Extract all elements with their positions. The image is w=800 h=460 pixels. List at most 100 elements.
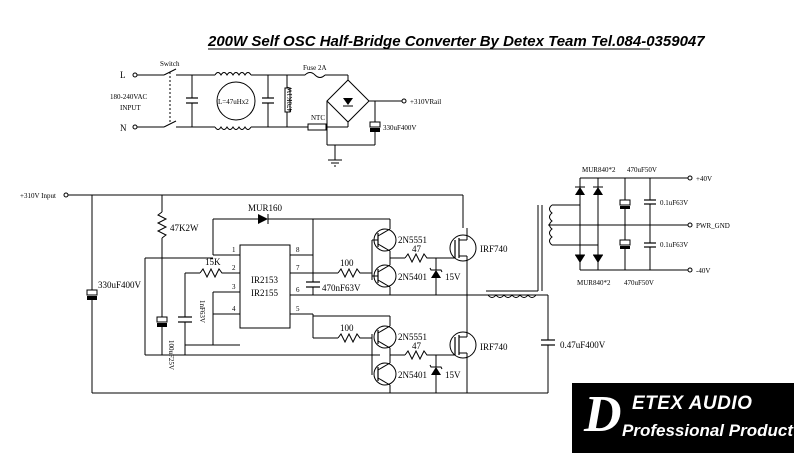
label-input-voltage: 180-240VAC [110,93,148,101]
transistor-collector [377,228,391,237]
logo-brand: ETEX AUDIO [632,393,753,414]
label-zener-top: 15V [445,272,461,282]
diode-mur840-icon [593,255,603,263]
label-15k: 15K [205,257,221,267]
transistor-collector [377,325,391,334]
label-ic2: IR2155 [251,288,279,298]
label-310v-input: +310V Input [20,192,56,200]
transistor-2n5551-bot [373,325,397,349]
label-1nf: 1nF63V [198,300,206,323]
transistor-2n5401-bot [373,362,397,386]
label-input: INPUT [120,104,141,112]
pin-2-label: 2 [232,264,236,272]
choke-winding-bot [214,126,252,130]
fuse-symbol [304,72,326,78]
label-470uf-bot: 470uF50V [624,279,654,287]
cap-100uf-plus [156,316,168,323]
cap-470uf-top [619,199,631,206]
label-2n5551-bot: 2N5551 [398,332,427,342]
label-ic1: IR2153 [251,275,279,285]
pin-8-label: 8 [296,246,300,254]
label-pos40: +40V [696,175,712,183]
schematic-title: 200W Self OSC Half-Bridge Converter By D… [207,33,705,50]
label-2n5401-top: 2N5401 [398,272,427,282]
label-cap-330uf: 330uF400V [98,280,142,290]
label-47-top: 47 [412,244,422,254]
pin-7-label: 7 [296,264,300,272]
terminal-rail [401,98,407,104]
label-01uf-bot: 0.1uF63V [660,241,688,249]
label-gnd: PWR_GND [696,222,730,230]
label-fuse: Fuse 2A [303,64,327,72]
label-N: N [120,123,127,133]
ntc-resistor [307,123,327,131]
pin-5-label: 5 [296,305,300,313]
pin-6-label: 6 [296,286,300,294]
zener-bot-icon [431,367,441,375]
mosfet-irf740-bot [449,331,477,359]
transistor-emitter [377,243,391,252]
label-switch: Switch [160,60,180,68]
label-01uf-top: 0.1uF63V [660,199,688,207]
terminal-gnd [687,222,693,228]
label-inductor: L=47uHx2 [218,98,249,106]
label-mur-top: MUR840*2 [582,166,616,174]
label-neg40: -40V [696,267,710,275]
terminal-L [132,72,138,78]
label-rail: +310VRail [410,98,441,106]
terminal-N [132,124,138,130]
label-470nf: 470nF63V [322,283,361,293]
diode-mur840-icon [575,187,585,195]
transformer-primary [487,294,537,298]
diode-mur840-icon [575,255,585,263]
transistor-emitter [377,340,391,349]
transistor-emitter [377,264,391,273]
label-zener-bot: 15V [445,370,461,380]
cap-470uf-bot-neg [620,246,630,249]
label-470uf-top: 470uF50V [627,166,657,174]
cap-bulk-plus [369,121,381,128]
pin-4-label: 4 [232,305,236,313]
detex-audio-logo: D ETEX AUDIO Professional Product [572,383,794,453]
resistor-100-top [337,267,364,279]
ic-ir2153 [239,244,291,329]
label-2n5551-top: 2N5551 [398,235,427,245]
terminal-310v-input [63,192,69,198]
choke-winding-top [214,72,252,76]
output-section: MUR840*2 MUR840*2 +40V PWR_GND -40V 470u… [548,166,730,287]
label-mur-bot: MUR840*2 [577,279,611,287]
pin-3-label: 3 [232,283,236,291]
label-100-top: 100 [340,258,354,268]
label-2n5401-bot: 2N5401 [398,370,427,380]
zener-top-icon [431,270,441,278]
label-irf740-bot: IRF740 [480,342,508,352]
cap-100uf-minus [157,323,167,327]
cap-bulk-minus [370,128,380,132]
label-47-bot: 47 [412,341,422,351]
choke-core [216,81,256,121]
label-L: L [120,70,126,80]
mosfet-irf740-top [449,234,477,262]
label-ntc: NTC [311,114,325,122]
pin-1-label: 1 [232,246,236,254]
input-section: L N Switch 180-240VAC INPUT L=47uHx2 [110,60,441,167]
transistor-collector [377,279,391,288]
resistor-47-top [404,252,440,264]
transistor-collector [377,377,391,386]
diode-mur840-icon [593,187,603,195]
cap-main-minus [87,296,97,300]
zener-bar [429,364,443,370]
resistor-47-bot [404,349,450,361]
diode-mur160-icon [258,214,268,224]
label-mur160: MUR160 [248,203,283,213]
label-cap-047: 0.47uF400V [560,340,606,350]
logo-tagline: Professional Product [622,421,793,440]
label-47k: 47K2W [170,223,199,233]
resistor-47k [156,211,168,239]
label-470k: 470K1W [286,86,294,112]
terminal-neg40 [687,267,693,273]
transistor-emitter [377,362,391,371]
bridge-rectifier [326,79,370,123]
resistor-15k [199,267,225,279]
